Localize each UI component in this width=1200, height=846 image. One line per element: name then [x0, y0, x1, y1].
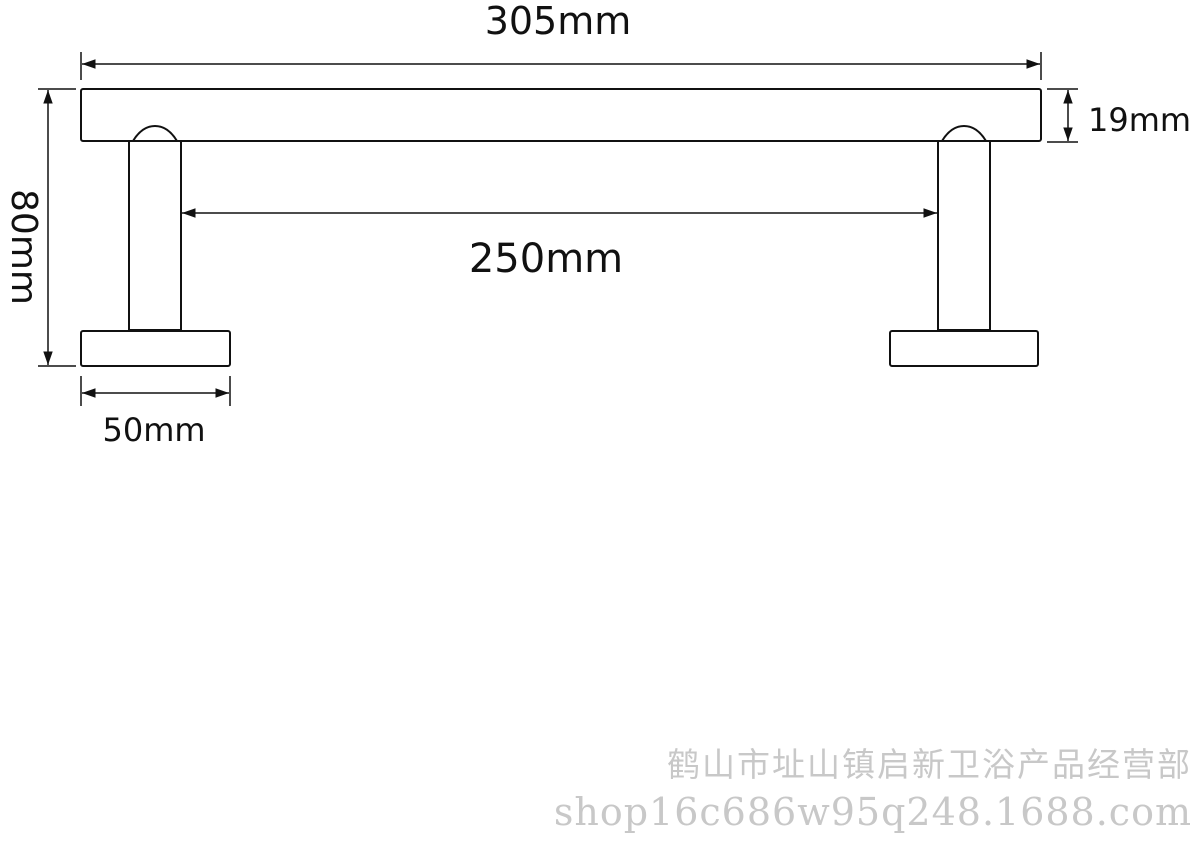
horizontal-bar — [80, 88, 1042, 142]
towel-bar-outline — [80, 88, 1042, 367]
right-base — [889, 330, 1039, 367]
center-distance-label: 250mm — [469, 236, 623, 282]
right-post — [937, 122, 991, 331]
watermark-shop-url: shop16c686w95q248.1688.com — [553, 790, 1192, 834]
watermark-shop-name: 鹤山市址山镇启新卫浴产品经营部 — [667, 745, 1192, 784]
base-width-label: 50mm — [102, 411, 205, 449]
height-label: 80mm — [3, 189, 44, 305]
dimension-lines — [38, 52, 1078, 406]
left-base — [80, 330, 231, 367]
bar-thickness-label: 19mm — [1088, 101, 1191, 139]
left-post — [128, 122, 182, 331]
overall-length-label: 305mm — [485, 0, 632, 43]
